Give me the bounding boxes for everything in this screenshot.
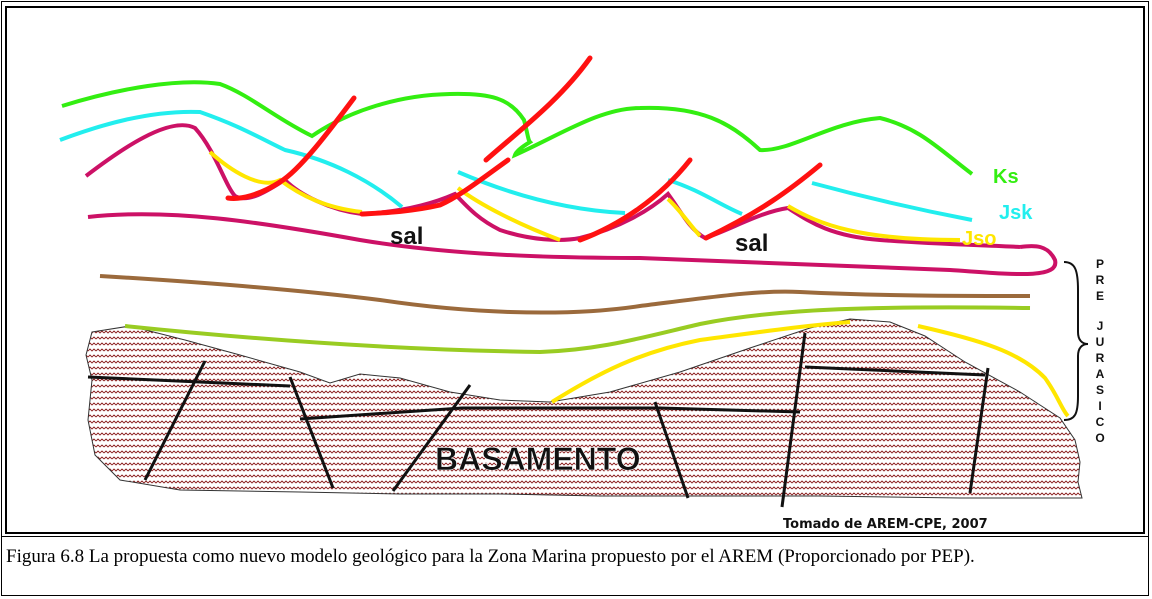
pre-jurasico-letter: E	[1096, 289, 1104, 303]
pre-jurasico-letter: A	[1096, 367, 1105, 381]
pre-jurasico-brown-layer	[99, 274, 1031, 315]
jso-line	[208, 150, 961, 242]
pre-jurasico-letter: C	[1096, 415, 1105, 429]
ks-line	[61, 80, 974, 176]
pre-jurasico-letter: U	[1096, 335, 1105, 349]
basement-top-yellow-left	[550, 320, 851, 404]
pre-jurasico-letter: I	[1098, 399, 1101, 413]
salt-top-line	[84, 123, 1021, 249]
pre-jurasico-letter: R	[1096, 273, 1105, 287]
jsk-label: Jsk	[999, 202, 1033, 224]
jso-label: Jso	[962, 228, 996, 250]
salt-base-line	[87, 212, 1058, 277]
faults	[225, 55, 823, 243]
figure-caption: Figura 6.8 La propuesta como nuevo model…	[6, 546, 975, 567]
jsk-line	[59, 109, 973, 222]
basement-label: BASAMENTO	[435, 441, 641, 477]
pre-jurasico-letter: O	[1095, 431, 1104, 445]
caption-box	[2, 536, 1148, 596]
salt-label-right: sal	[735, 230, 768, 257]
basement-faults	[87, 332, 990, 508]
pre-jurasico-letter: R	[1096, 351, 1105, 365]
source-credit: Tomado de AREM-CPE, 2007	[783, 517, 988, 532]
salt-label-left: sal	[390, 223, 423, 250]
pre-jurasico-letter: P	[1096, 257, 1104, 271]
pre-jurasico-green-layer	[124, 305, 1031, 355]
pre-jurasico-vertical-label: P R E J U R A S I C O	[1095, 257, 1104, 445]
pre-jurasico-brace	[1063, 261, 1089, 421]
ks-label: Ks	[993, 166, 1019, 188]
basement-top-yellow-right	[917, 324, 1070, 418]
pre-jurasico-letter: S	[1096, 383, 1104, 397]
pre-jurasico-letter: J	[1097, 319, 1104, 333]
